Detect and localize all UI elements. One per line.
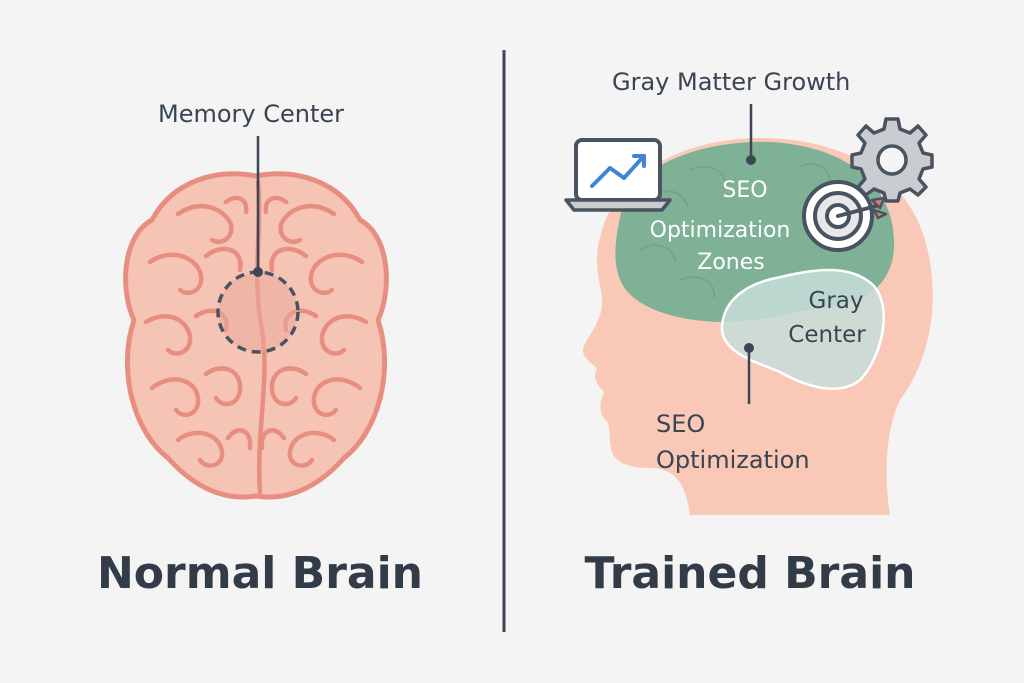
trained-brain-title: Trained Brain — [584, 548, 916, 599]
laptop-chart-icon — [564, 138, 672, 212]
gray-center-label-line1: Gray — [808, 288, 864, 314]
gray-center-region — [720, 268, 885, 390]
normal-brain-title: Normal Brain — [96, 548, 424, 599]
normal-brain — [123, 136, 389, 500]
gear-icon — [850, 117, 934, 203]
gray-matter-growth-label: Gray Matter Growth — [612, 68, 851, 96]
target-icon — [802, 180, 888, 252]
zone-label-line1: SEO — [722, 178, 768, 203]
gray-center-label-line2: Center — [788, 322, 866, 348]
memory-center-label: Memory Center — [158, 100, 345, 128]
seo-optimization-label-line2: Optimization — [656, 446, 810, 474]
seo-optimization-label-line1: SEO — [656, 410, 706, 438]
zone-label-line3: Zones — [697, 250, 765, 275]
zone-label-line2: Optimization — [649, 218, 791, 243]
memory-center-region — [216, 270, 300, 354]
